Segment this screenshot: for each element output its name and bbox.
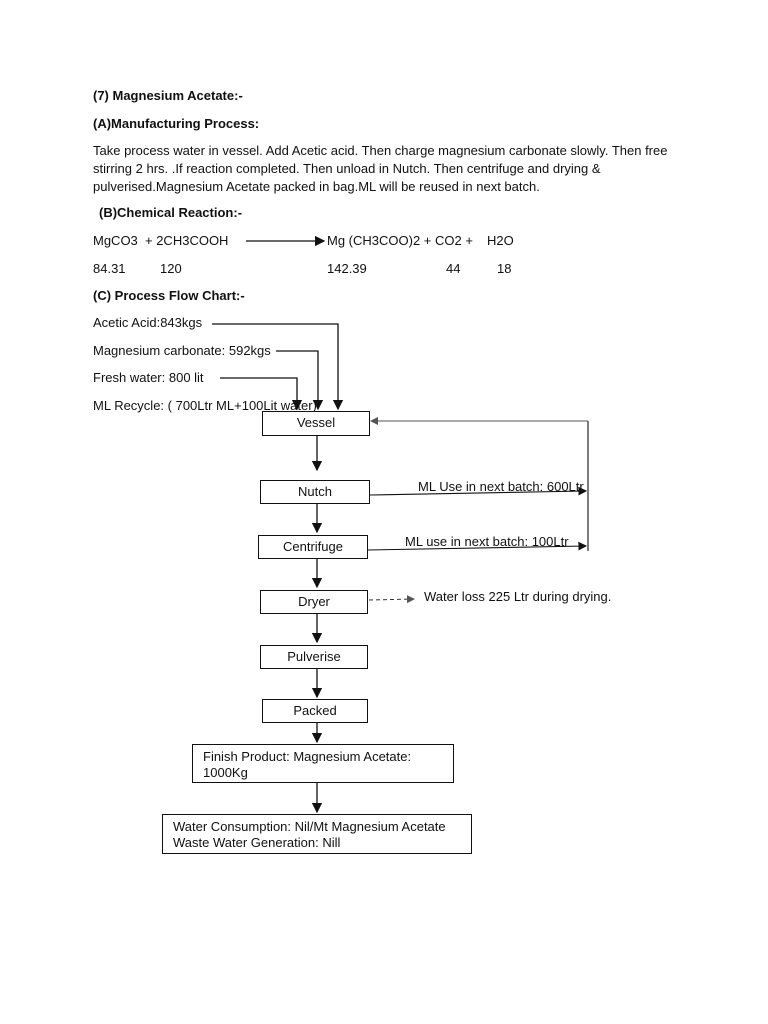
vessel-box: Vessel [262, 411, 370, 436]
mw-product: 142.39 [327, 261, 367, 276]
centrifuge-ml-label: ML use in next batch: 100Ltr [405, 534, 569, 549]
acetic-acid-line [212, 323, 344, 411]
reaction-h2o: H2O [487, 233, 514, 248]
centrifuge-box: Centrifuge [258, 535, 368, 559]
finish-product-box: Finish Product: Magnesium Acetate: 1000K… [192, 744, 454, 783]
flow-heading: (C) Process Flow Chart:- [93, 288, 245, 303]
waste-water-text: Waste Water Generation: Nill [173, 835, 341, 850]
mgco3-line [276, 350, 324, 411]
summary-box: Water Consumption: Nil/Mt Magnesium Acet… [162, 814, 472, 854]
mw-co2: 44 [446, 261, 461, 276]
reaction-product: Mg (CH3COO)2 + [327, 233, 432, 248]
reaction-co2: CO2 + [435, 233, 473, 248]
nutch-ml-line [369, 486, 588, 496]
nutch-ml-label: ML Use in next batch: 600Ltr [418, 479, 584, 494]
input-fresh-water: Fresh water: 800 lit [93, 370, 204, 385]
reaction-mgco3: MgCO3 [93, 233, 138, 248]
input-acetic-acid: Acetic Acid:843kgs [93, 315, 203, 330]
process-heading: (A)Manufacturing Process: [93, 116, 260, 131]
input-magnesium-carbonate: Magnesium carbonate: 592kgs [93, 343, 271, 358]
fresh-water-line [220, 377, 303, 411]
process-description: Take process water in vessel. Add Acetic… [93, 143, 668, 194]
water-consumption-text: Water Consumption: Nil/Mt Magnesium Acet… [173, 819, 446, 834]
reaction-acetic: + 2CH3COOH [145, 233, 229, 248]
nutch-box: Nutch [260, 480, 370, 504]
centrifuge-ml-line [367, 541, 588, 551]
packed-box: Packed [262, 699, 368, 723]
pulverise-box: Pulverise [260, 645, 368, 669]
water-loss-arrow [368, 595, 415, 604]
mw-mgco3: 84.31 [93, 261, 126, 276]
input-ml-recycle: ML Recycle: ( 700Ltr ML+100Lit water) [93, 398, 317, 413]
mw-h2o: 18 [497, 261, 512, 276]
dryer-box: Dryer [260, 590, 368, 614]
document-heading: (7) Magnesium Acetate:- [93, 88, 243, 103]
reaction-heading: (B)Chemical Reaction:- [99, 205, 243, 220]
water-loss-label: Water loss 225 Ltr during drying. [424, 589, 612, 604]
mw-acetic: 120 [160, 261, 182, 276]
